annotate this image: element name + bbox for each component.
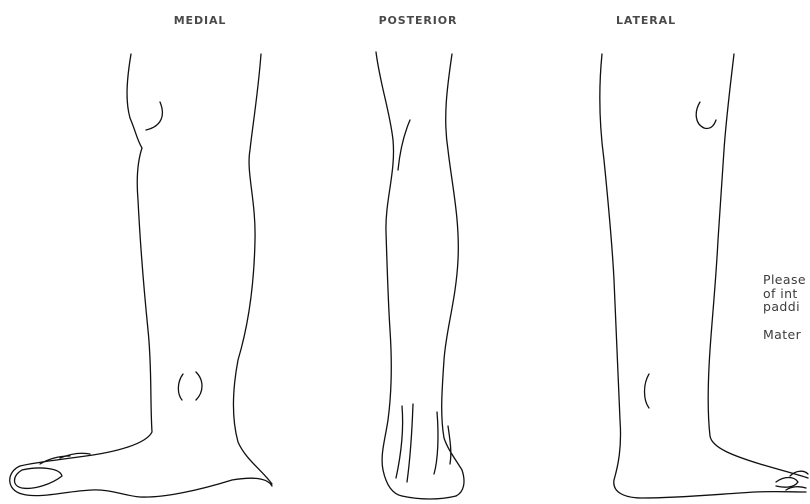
medial-big-toe: [15, 468, 63, 488]
medial-ankle-bone-left: [178, 374, 183, 400]
posterior-leg-left-outline: [376, 52, 402, 496]
posterior-leg-right-outline: [442, 54, 464, 496]
posterior-achilles-line-2: [407, 404, 413, 482]
medial-ankle-bone-right: [196, 372, 202, 400]
instructions-line-2: of int: [763, 287, 810, 301]
posterior-achilles-line-3: [434, 412, 438, 474]
medial-leg-inner-outline: [234, 54, 273, 484]
material-text: Mater: [763, 328, 810, 342]
medial-knee-crease: [146, 102, 162, 130]
lateral-toe-1: [776, 478, 798, 488]
instructions-panel: Please of int paddi Mater: [763, 273, 810, 341]
instructions-text: Please of int paddi: [763, 273, 810, 314]
medial-leg-drawing: [10, 54, 272, 497]
posterior-achilles-line-4: [448, 426, 451, 464]
instructions-line-3: paddi: [763, 300, 810, 314]
posterior-calf-crease: [398, 120, 410, 170]
lateral-leg-front-outline: [708, 54, 808, 478]
lateral-ankle-bone: [645, 374, 650, 408]
posterior-leg-drawing: [376, 52, 464, 499]
posterior-achilles-line-1: [396, 406, 403, 478]
lateral-knee-crease: [696, 102, 716, 129]
posterior-heel-base: [402, 496, 456, 499]
medial-leg-outer-outline: [10, 54, 272, 497]
instructions-line-1: Please: [763, 273, 810, 287]
